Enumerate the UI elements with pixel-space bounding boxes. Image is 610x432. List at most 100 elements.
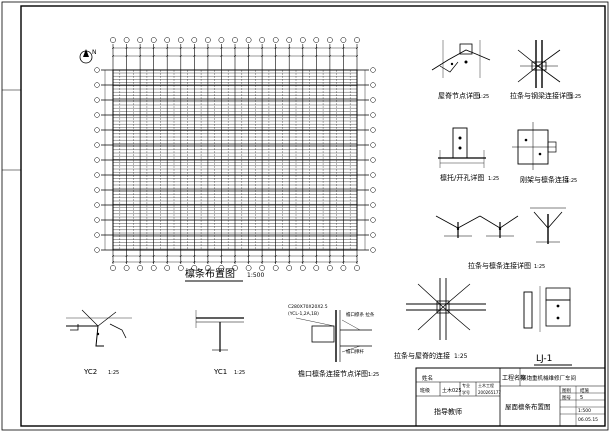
grid-bubble: [123, 265, 130, 271]
grid-bubble: [177, 37, 184, 43]
frame-purlin-label: 刚架与檩条连接: [520, 175, 569, 184]
plan-scale: 1:500: [247, 272, 264, 279]
grid-bubble: [354, 37, 360, 43]
drawing-date-value: 06.05.15: [578, 417, 598, 423]
dimension-tick: [179, 46, 182, 50]
grid-bubbles: [94, 37, 376, 271]
dimension-tick: [274, 54, 277, 58]
dimension-tick: [193, 260, 196, 264]
grid-bubble: [313, 37, 320, 43]
grid-bubble: [218, 265, 225, 271]
student-id-value: 200265177: [478, 390, 501, 395]
dimension-tick: [179, 260, 182, 264]
dimension-tick: [274, 254, 277, 258]
grid-bubble: [286, 37, 293, 43]
grid-bubble: [370, 232, 376, 238]
dimension-tick: [247, 254, 250, 258]
dimension-tick: [233, 54, 237, 58]
dimension-tick: [193, 46, 196, 50]
dimension-tick: [193, 254, 196, 258]
yc2-detail: YC2 1:25: [66, 309, 132, 376]
grid-bubble: [94, 202, 100, 208]
grid-bubble: [94, 172, 100, 178]
dimension-tick: [166, 260, 169, 264]
dimension-tick: [166, 46, 169, 50]
grid-bubble: [354, 265, 360, 271]
grid-bubble: [370, 67, 376, 73]
grid-bubble: [94, 232, 100, 238]
yc1-scale: 1:25: [234, 370, 245, 376]
dimension-tick: [301, 260, 304, 264]
dimension-tick: [138, 260, 142, 264]
dimension-tick: [125, 54, 128, 58]
dimension-tick: [288, 260, 291, 264]
grid-bubble: [94, 82, 100, 88]
grid-bubble: [340, 37, 347, 43]
dimension-tick: [247, 260, 250, 264]
yc1-label: YC1: [213, 368, 227, 376]
grid-bubble: [137, 265, 143, 271]
grid-bubble: [94, 142, 100, 148]
drawing-scale-value: 1:500: [578, 408, 591, 414]
dimension-tick: [179, 254, 182, 258]
dimension-tick: [233, 46, 237, 50]
tie-purlin-scale: 1:25: [534, 264, 545, 270]
tie-purlin-label: 拉条与檩条连接详图: [468, 261, 531, 270]
dimension-tick: [166, 254, 169, 258]
dimension-tick: [166, 54, 169, 58]
grid-bubble: [370, 247, 376, 253]
grid-bubble: [286, 265, 293, 271]
grid-bubble: [94, 157, 100, 163]
grid-bubble: [110, 37, 116, 43]
yc1-detail: YC1 1:25: [195, 310, 245, 376]
tie-ridge-detail: 拉条与屋脊的连接 1:25: [394, 278, 486, 360]
grid-bubble: [370, 217, 376, 223]
dimension-tick: [138, 254, 142, 258]
yc2-scale: 1:25: [108, 370, 119, 376]
dimension-tick: [233, 260, 237, 264]
grid-bubble: [299, 265, 306, 271]
dimension-tick: [328, 260, 332, 264]
eave-note-strut: 檐口撑杆: [346, 348, 364, 355]
dimension-tick: [125, 46, 128, 50]
north-arrow: N: [79, 49, 97, 64]
grid-bubble: [123, 37, 130, 43]
major-label: 专业: [462, 382, 470, 388]
drawing-number-label: 图号: [562, 395, 571, 401]
dimension-tick: [111, 260, 115, 264]
dimension-tick: [274, 46, 277, 50]
dimension-tick: [355, 254, 359, 258]
dimension-tick: [260, 54, 264, 58]
eave-note-section: C280X70X20X2.5: [288, 304, 328, 310]
eave-note-tie: 檐口檩条 拉条: [346, 311, 375, 318]
dimension-tick: [111, 46, 115, 50]
tie-ridge-scale: 1:25: [454, 353, 468, 360]
grid-bubble: [110, 265, 116, 271]
grid-bubble: [94, 127, 100, 133]
dimension-tick: [288, 46, 291, 50]
grid-bubble: [370, 112, 376, 118]
grid-bubble: [177, 265, 184, 271]
dimension-tick: [274, 260, 277, 264]
dimension-tick: [288, 54, 291, 58]
dimension-tick: [342, 46, 345, 50]
lj1-detail: LJ-1: [523, 286, 572, 366]
dimension-tick: [111, 254, 115, 258]
north-label: N: [92, 49, 97, 56]
frame-purlin-detail: 刚架与檩条连接 1:25: [512, 122, 577, 184]
dimension-tick: [355, 54, 359, 58]
dimension-tick: [315, 54, 318, 58]
grid-bubble: [205, 37, 211, 43]
grid-bubble: [245, 265, 252, 271]
grid-bubble: [370, 172, 376, 178]
dimension-tick: [328, 46, 332, 50]
dimension-tick: [301, 46, 304, 50]
lj1-label: LJ-1: [536, 354, 552, 364]
dimension-tick: [125, 254, 128, 258]
grid-bubble: [94, 217, 100, 223]
tie-steel-beam-detail: 拉条与钢梁连接详图 1:25: [510, 40, 581, 100]
grid-bubble: [299, 37, 306, 43]
grid-bubble: [191, 37, 198, 43]
project-name-label: 工程名称: [502, 374, 526, 382]
